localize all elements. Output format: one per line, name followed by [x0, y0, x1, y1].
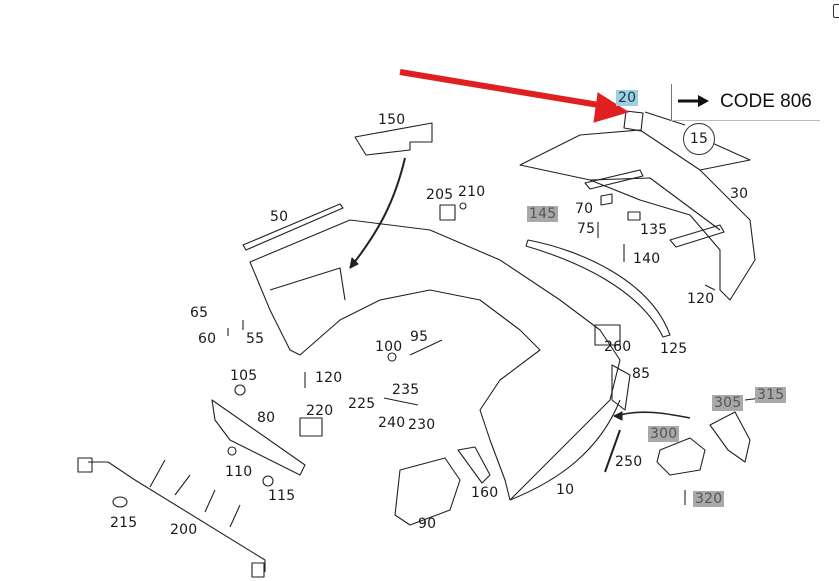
callout-120: 120	[687, 291, 715, 307]
part-300-housing	[656, 437, 706, 476]
part-125-strip	[525, 239, 671, 338]
callout-220: 220	[306, 403, 334, 419]
callout-125: 125	[660, 341, 688, 357]
callout-145: 145	[527, 206, 559, 222]
part-160	[457, 446, 491, 484]
code-legend: CODE 806	[671, 84, 820, 121]
part-305	[709, 411, 751, 463]
assembly-arrow-305	[619, 411, 691, 419]
callout-75: 75	[577, 221, 596, 237]
callout-55: 55	[246, 331, 265, 347]
callout-150: 150	[378, 112, 406, 128]
callout-200: 200	[170, 522, 198, 538]
callout-95: 95	[410, 329, 429, 345]
assembly-arrow-150	[349, 157, 406, 269]
legend-code-text: CODE 806	[720, 91, 812, 112]
right-arrow-icon	[678, 95, 709, 107]
callout-105: 105	[230, 368, 258, 384]
callout-305: 305	[712, 395, 744, 411]
callout-70: 70	[575, 201, 594, 217]
callout-115: 115	[268, 488, 296, 504]
callout-85: 85	[632, 366, 651, 382]
part-200-harness	[88, 459, 266, 572]
callout-205: 205	[426, 187, 454, 203]
callout-20: 20	[616, 90, 639, 106]
callout-100: 100	[375, 339, 403, 355]
callout-80: 80	[257, 410, 276, 426]
part-220-block	[299, 417, 323, 437]
callout-300: 300	[648, 426, 680, 442]
callout-320: 320	[693, 491, 725, 507]
callout-15: 15	[683, 123, 715, 155]
callout-60: 60	[198, 331, 217, 347]
callout-10: 10	[556, 482, 575, 498]
callout-50: 50	[270, 209, 289, 225]
callout-240: 240	[378, 415, 406, 431]
callout-120: 120	[315, 370, 343, 386]
callout-230: 230	[408, 417, 436, 433]
part-80-bracket	[211, 399, 306, 476]
highlight-arrow	[399, 69, 630, 123]
callout-135: 135	[640, 222, 668, 238]
callout-110: 110	[225, 464, 253, 480]
callout-250: 250	[615, 454, 643, 470]
callout-215: 215	[110, 515, 138, 531]
part-150-pad	[354, 122, 433, 156]
part-90-bracket	[394, 457, 461, 526]
callout-210: 210	[458, 184, 486, 200]
callout-90: 90	[418, 516, 437, 532]
callout-140: 140	[633, 251, 661, 267]
part-215-connector	[112, 496, 128, 508]
part-10-bumper-cover	[249, 219, 621, 501]
callout-65: 65	[190, 305, 209, 321]
callout-225: 225	[348, 396, 376, 412]
part-30-diffuser	[519, 129, 756, 301]
part-50-strip	[242, 203, 344, 251]
part-20-bracket	[623, 110, 644, 132]
bracket-icon	[833, 4, 839, 18]
callout-160: 160	[471, 485, 499, 501]
callout-260: 260	[604, 339, 632, 355]
part-85	[611, 364, 631, 411]
callout-315: 315	[755, 387, 787, 403]
part-250-rod	[604, 429, 621, 473]
callout-235: 235	[392, 382, 420, 398]
callout-30: 30	[730, 186, 749, 202]
